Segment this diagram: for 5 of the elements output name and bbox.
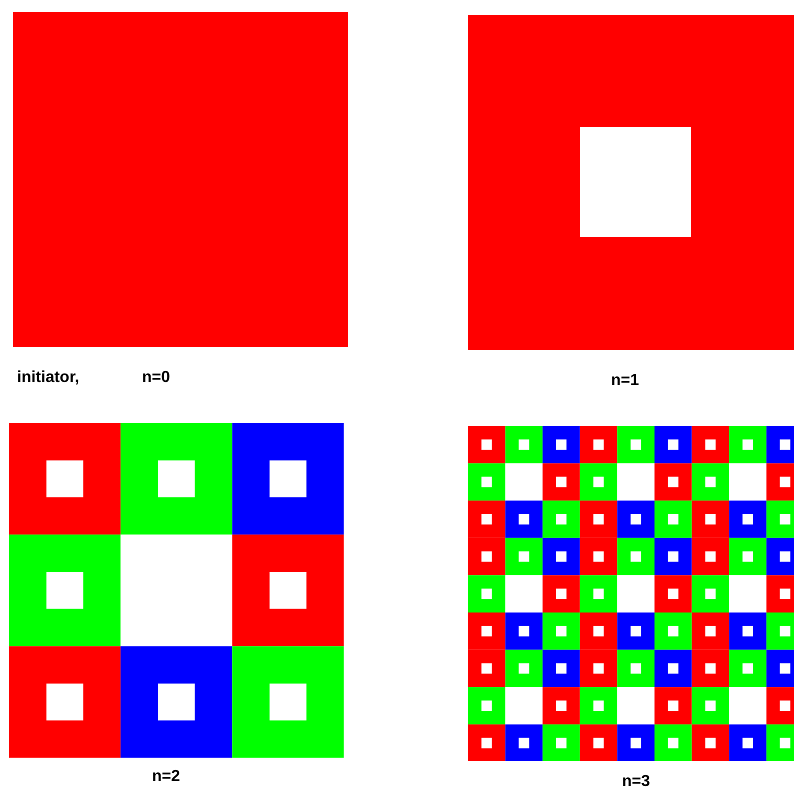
caption: n=1 [611, 373, 640, 389]
caption: n=2 [152, 769, 180, 785]
caption: n=0 [142, 370, 170, 386]
caption: n=3 [622, 774, 650, 790]
caption: initiator, [17, 370, 80, 386]
